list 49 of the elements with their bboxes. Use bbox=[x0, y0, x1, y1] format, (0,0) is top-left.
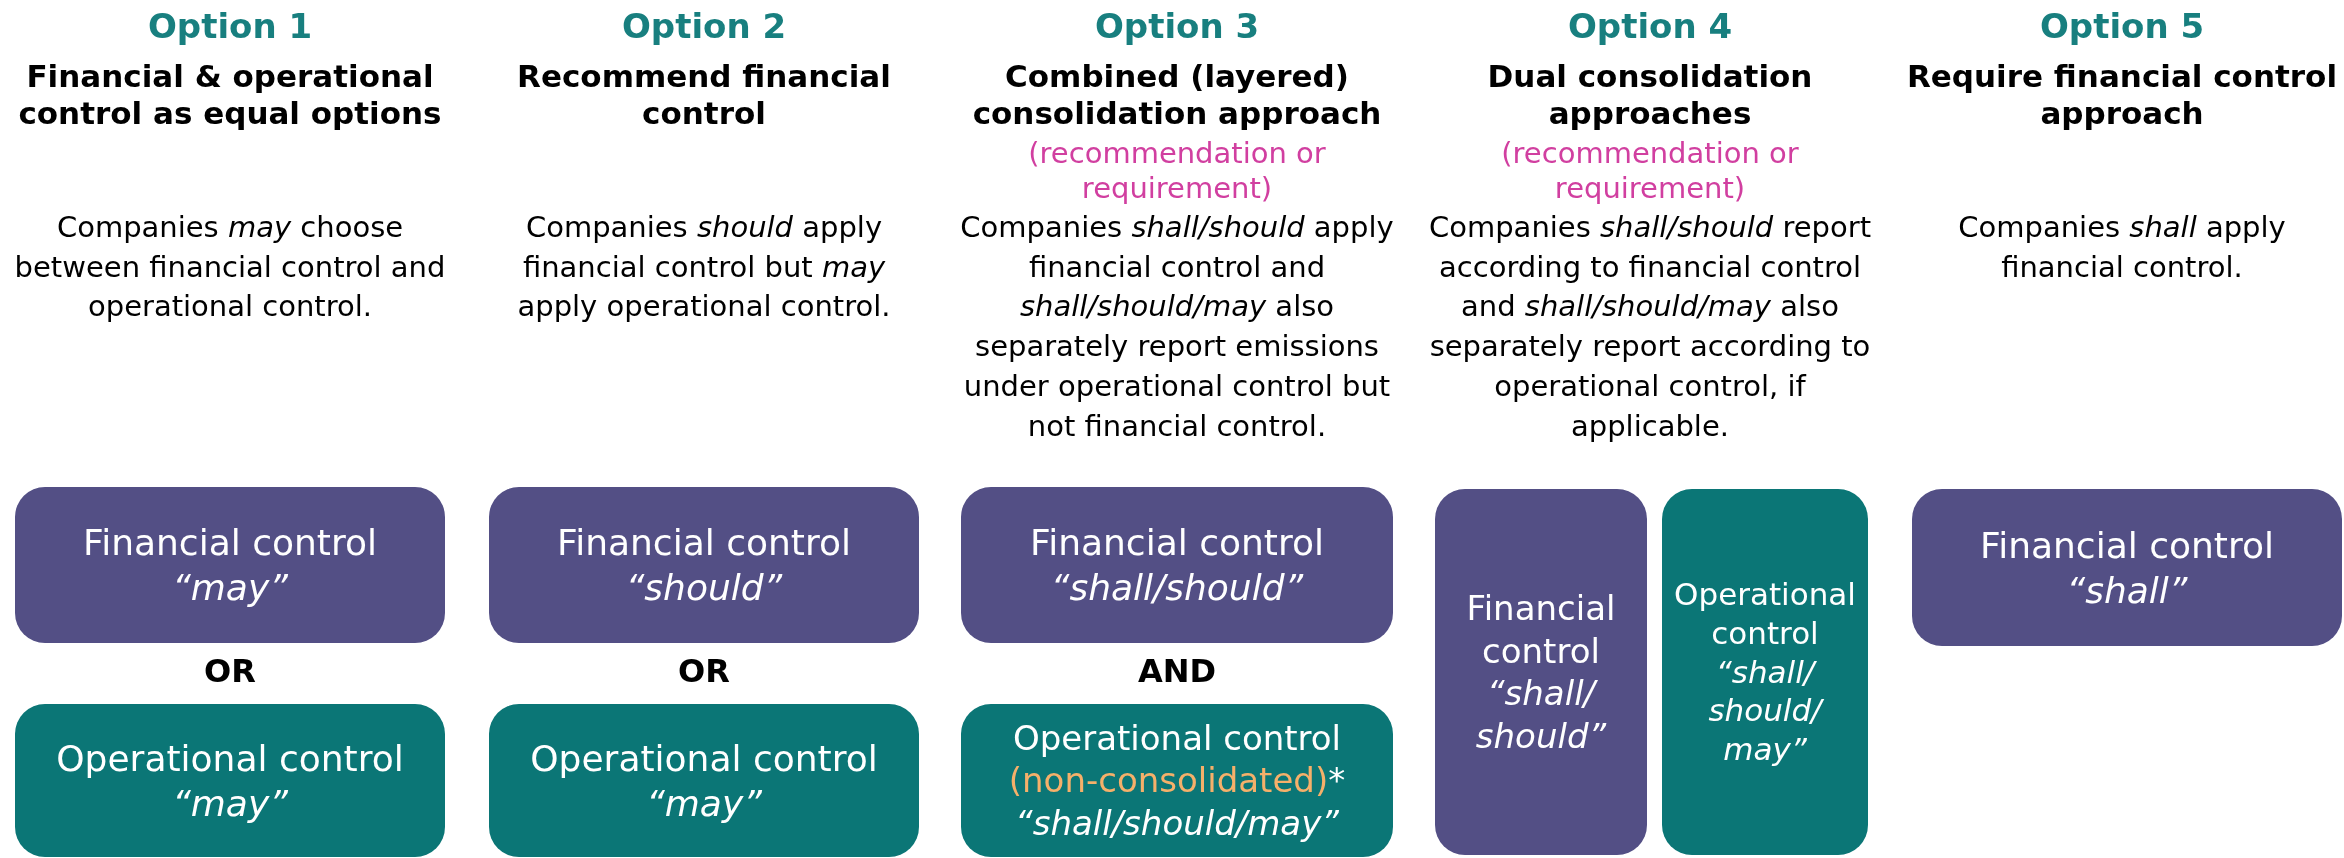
modal-verb: “shall/ should” bbox=[1475, 673, 1607, 756]
option-description: Companies shall/should apply financial control and shall/should/may also separately report emissions under operational control but not financial control. bbox=[959, 209, 1395, 445]
option-description: Companies may choose between financial control and operational control. bbox=[13, 209, 447, 326]
modal-verb: “may” bbox=[172, 567, 288, 608]
control-name: Operational control bbox=[56, 737, 404, 779]
modal-verb: “may” bbox=[172, 782, 288, 824]
control-name: Operational control bbox=[1012, 717, 1342, 758]
option-subtitle: (recommendation or requirement) bbox=[1500, 136, 1800, 206]
option-heading: Option 1 bbox=[146, 6, 314, 47]
rounded-box bbox=[489, 487, 919, 643]
option-description: Companies shall/should report according to financial control and shall/should/may also separately report according to operational control, if applicable. bbox=[1427, 209, 1873, 445]
option-heading: Option 2 bbox=[620, 6, 788, 47]
rounded-box bbox=[15, 704, 445, 857]
control-name: Financial control bbox=[83, 522, 377, 563]
control-name: Financial control bbox=[557, 522, 851, 563]
rounded-box bbox=[1912, 489, 2342, 646]
modal-verb: “may” bbox=[646, 782, 762, 824]
rounded-box bbox=[1662, 489, 1868, 855]
status-note: (non-consolidated) bbox=[1008, 760, 1329, 801]
option-heading: Option 3 bbox=[1093, 6, 1261, 47]
modal-verb: “shall/should/may” bbox=[1015, 802, 1339, 843]
option-description: Companies shall apply financial control. bbox=[1957, 209, 2287, 286]
option-title: Dual consolidation approaches bbox=[1486, 58, 1814, 133]
option-description: Companies should apply financial control but may apply operational control. bbox=[516, 209, 892, 326]
rounded-box bbox=[15, 487, 445, 643]
connector-word: AND bbox=[1136, 652, 1218, 691]
option-title: Require financial control approach bbox=[1905, 58, 2338, 133]
modal-verb: “shall/should” bbox=[1050, 567, 1304, 608]
connector-word: OR bbox=[203, 652, 257, 691]
rounded-box bbox=[961, 704, 1393, 857]
control-name: Financial control bbox=[1030, 522, 1324, 563]
option-title: Financial & operational control as equal options bbox=[17, 58, 443, 133]
control-name: Financial control bbox=[1466, 588, 1616, 671]
rounded-box bbox=[961, 487, 1393, 643]
option-heading: Option 5 bbox=[2038, 6, 2206, 47]
modal-verb: “should” bbox=[625, 567, 783, 608]
footnote-mark: * bbox=[1328, 760, 1346, 801]
option-subtitle: (recommendation or requirement) bbox=[1027, 136, 1327, 206]
connector-word: OR bbox=[677, 652, 731, 691]
modal-verb: “shall/ should/ may” bbox=[1708, 653, 1822, 768]
rounded-box bbox=[489, 704, 919, 857]
option-heading: Option 4 bbox=[1566, 6, 1734, 47]
control-name: Financial control bbox=[1980, 524, 2274, 566]
modal-verb: “shall” bbox=[2066, 569, 2188, 611]
control-name: Operational control bbox=[530, 737, 878, 779]
option-title: Recommend financial control bbox=[516, 58, 892, 133]
option-title: Combined (layered) consolidation approach bbox=[971, 58, 1383, 133]
control-name: Operational control bbox=[1674, 576, 1856, 651]
rounded-box bbox=[1435, 489, 1647, 855]
